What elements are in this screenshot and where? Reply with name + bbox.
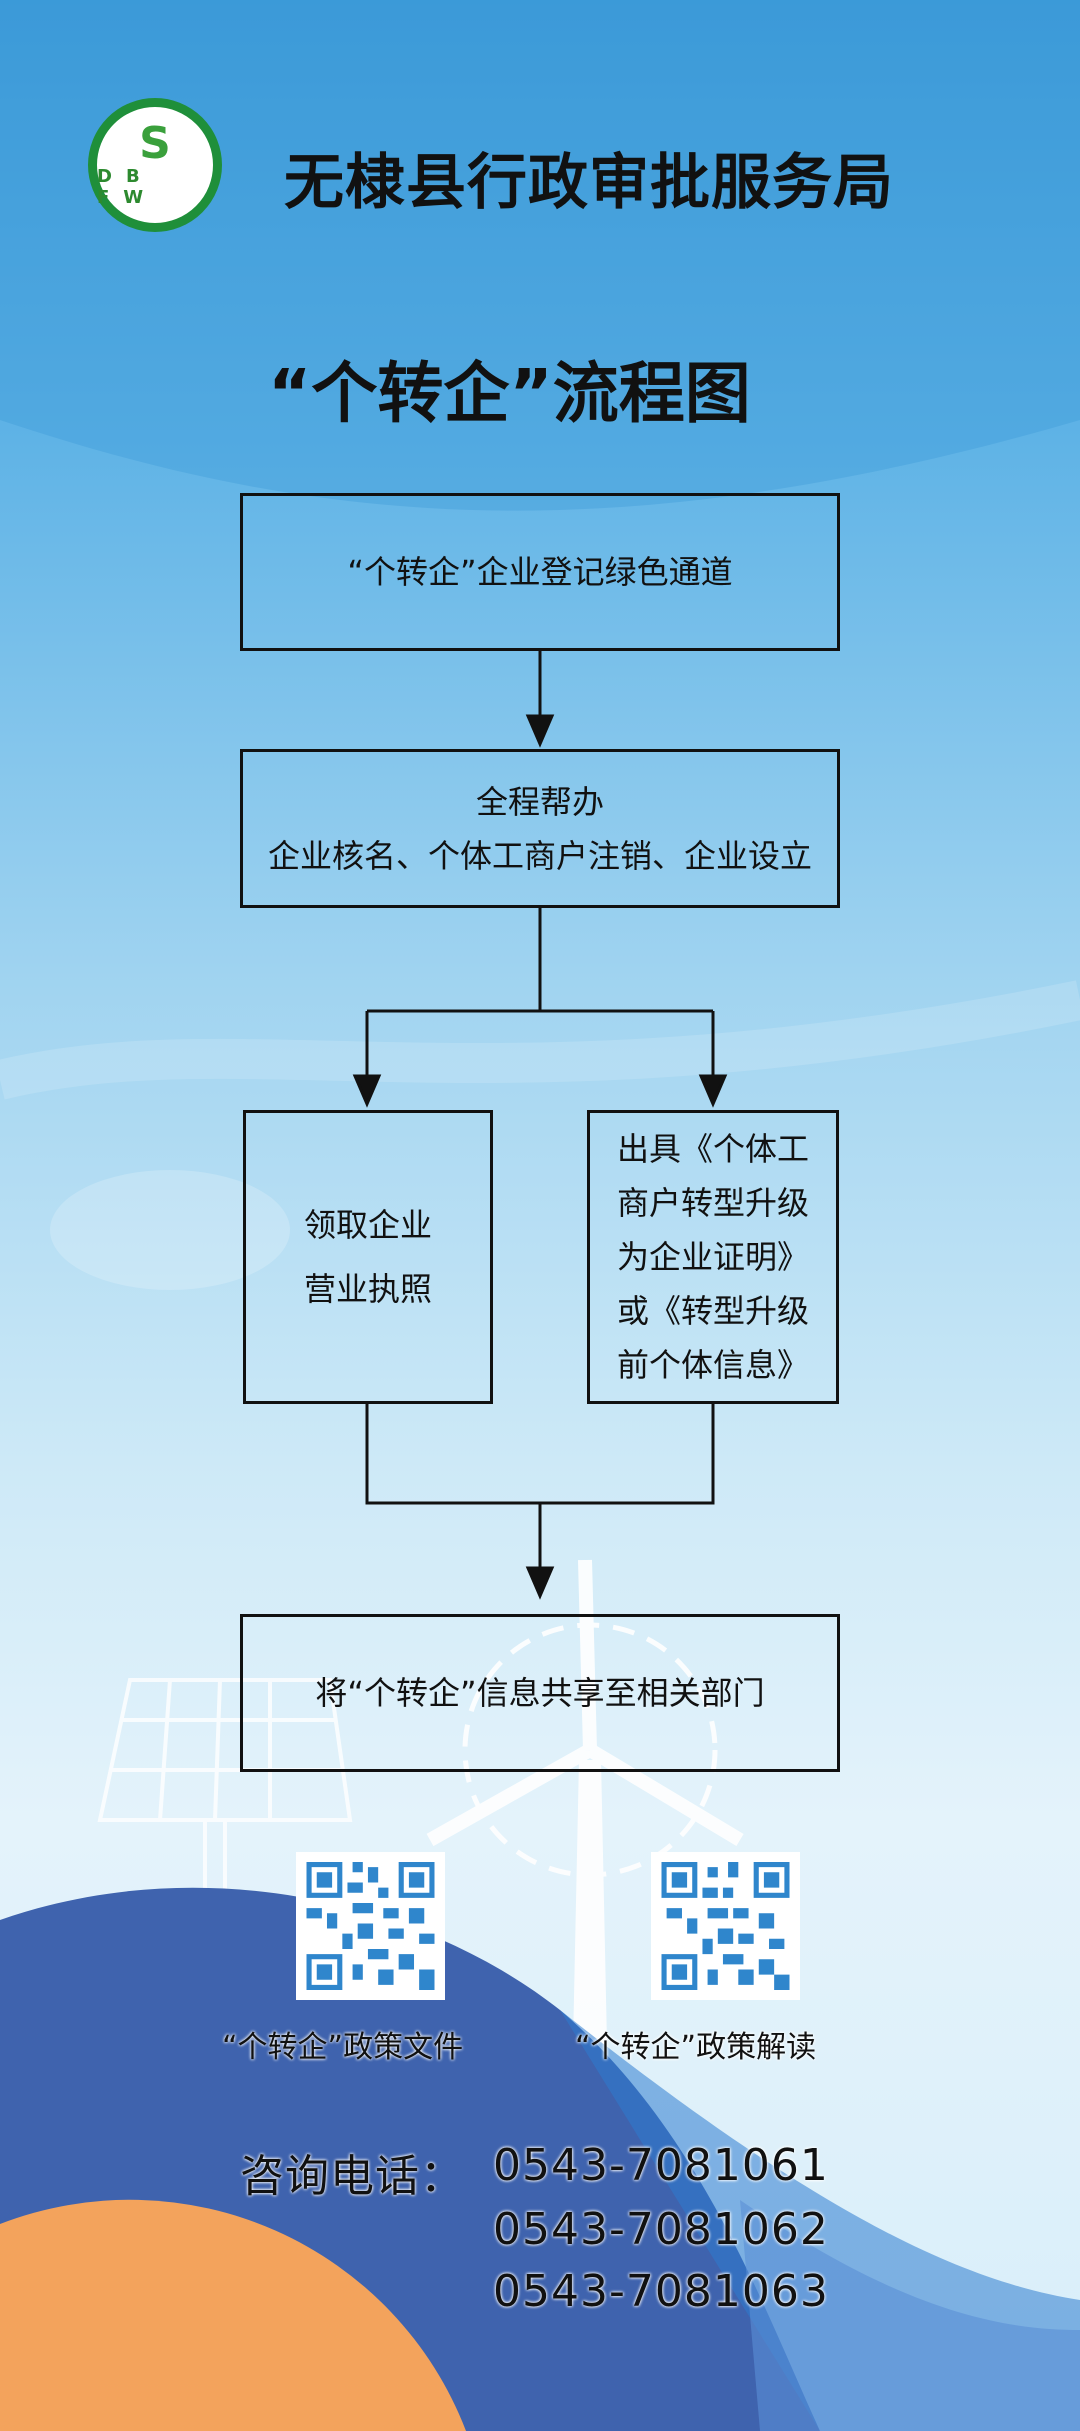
step-4-line: 或《转型升级 [616, 1292, 809, 1330]
step-5-text: 将“个转企”信息共享至相关部门 [315, 1674, 765, 1712]
qr-code-policy-documents[interactable] [296, 1852, 445, 2000]
step-3-line1: 领取企业 [303, 1206, 432, 1244]
step-2-line1: 全程帮办 [475, 782, 604, 821]
phone-number: 0543-7081063 [493, 2266, 829, 2317]
qr-code-icon [661, 1862, 790, 1990]
step-2-line2: 企业核名、个体工商户注销、企业设立 [267, 836, 812, 875]
step-4-line: 出具《个体工 [616, 1130, 809, 1168]
logo-s-mark: S [139, 118, 171, 169]
contact-label: 咨询电话： [240, 2151, 465, 2202]
step-2-box: 全程帮办 企业核名、个体工商户注销、企业设立 [240, 749, 840, 908]
qr-code-policy-interpretation[interactable] [651, 1852, 800, 2000]
step-5-box: 将“个转企”信息共享至相关部门 [240, 1614, 840, 1772]
logo: S DB FW [88, 98, 222, 232]
org-title: 无棣县行政审批服务局 [284, 148, 894, 218]
step-4-line: 为企业证明》 [616, 1238, 809, 1276]
phone-number: 0543-7081062 [493, 2204, 829, 2255]
qr-code-icon [306, 1862, 435, 1990]
solar-panel-icon [97, 1678, 353, 1950]
logo-letters: DB FW [97, 166, 158, 208]
page-title: “个转企”流程图 [268, 355, 751, 432]
sun-shape [0, 2199, 466, 2431]
step-3-line2: 营业执照 [303, 1270, 432, 1308]
qr-caption-right: “个转企”政策解读 [575, 2030, 817, 2065]
qr-caption-left: “个转企”政策文件 [222, 2030, 464, 2065]
step-1-text: “个转企”企业登记绿色通道 [347, 553, 733, 591]
step-3-box: 领取企业 营业执照 [243, 1110, 493, 1404]
step-4-box: 出具《个体工 商户转型升级 为企业证明》 或《转型升级 前个体信息》 [587, 1110, 839, 1404]
phone-number: 0543-7081061 [493, 2140, 829, 2191]
step-4-line: 前个体信息》 [616, 1346, 809, 1384]
step-1-box: “个转企”企业登记绿色通道 [240, 493, 840, 651]
step-4-line: 商户转型升级 [616, 1184, 809, 1222]
